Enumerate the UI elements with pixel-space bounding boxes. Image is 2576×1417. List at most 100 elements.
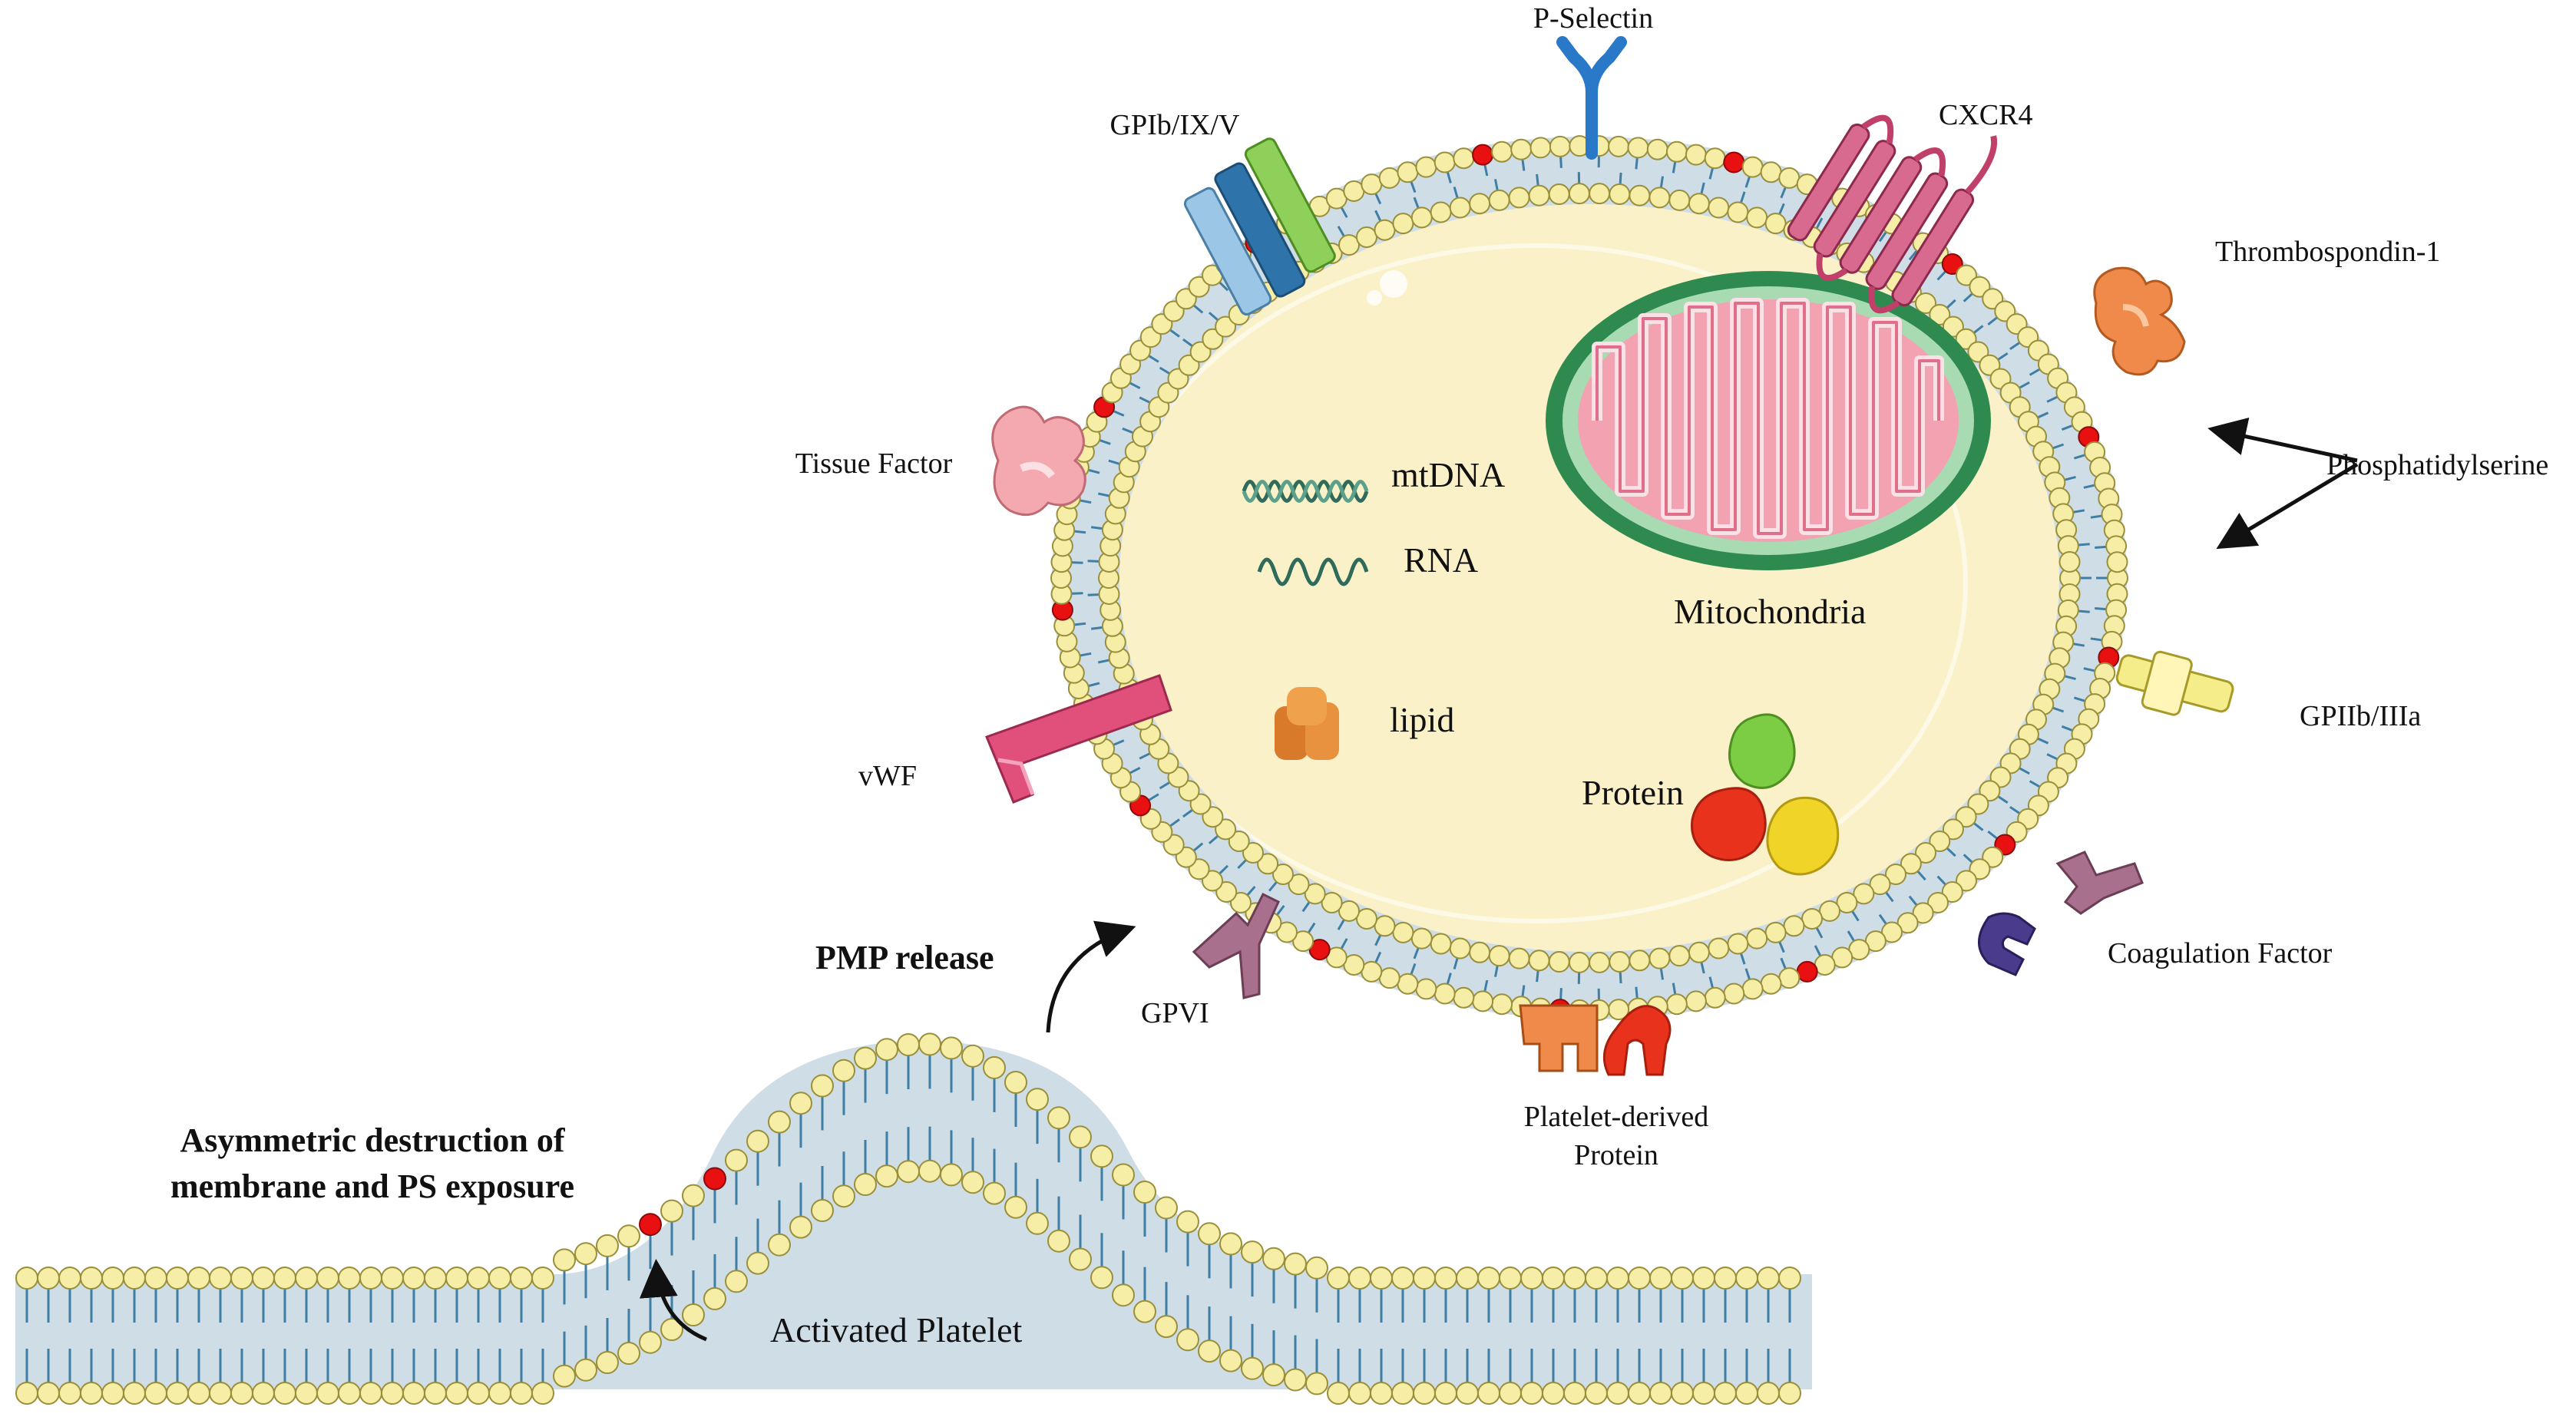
lipid-head [381,1267,404,1290]
membrane-lipid-heads [15,1032,1801,1405]
lipid-head [1453,147,1475,170]
lipid-head [123,1382,146,1405]
lipid-head [1241,1240,1264,1264]
lipid-head [1853,883,1875,905]
lipid-head [1397,973,1419,995]
lipid-head [295,1382,318,1405]
lipid-head [1284,1368,1307,1392]
label-lipid: lipid [1390,700,1454,739]
label-rna: RNA [1404,540,1478,580]
lipid-head [2106,551,2128,573]
lipid-head [1548,951,1570,973]
lipid-head [80,1382,103,1405]
lipid-head [230,1267,253,1290]
lipid-head [1272,864,1294,885]
lipid-head [1510,138,1533,160]
label-pmp-release: PMP release [815,939,994,976]
lipid-head [1215,818,1237,841]
label-asymmetric-2: membrane and PS exposure [170,1168,574,1205]
lipid-head [58,1382,81,1405]
lipid-head [402,1267,425,1290]
lipid-head [1704,986,1726,1009]
labels: P-Selectin GPIb/IX/V CXCR4 Thrombospondi… [170,2,2548,1349]
phosphatidylserine-head [703,1167,726,1191]
lipid-head [940,1036,963,1060]
label-vwf: vWF [858,760,917,792]
ps-arrow-2 [2216,462,2359,550]
lipid-head [1219,1232,1242,1256]
lipid-head [1646,138,1668,160]
lipid-head [983,1181,1006,1205]
lipid-head [1327,1382,1350,1405]
lipid-head [37,1267,60,1290]
lipid-head [187,1382,210,1405]
lipid-head [1219,1349,1242,1372]
lipid-head [1542,1267,1565,1290]
lipid-head [1410,927,1433,950]
lipid-head [1629,950,1651,972]
lipid-head [101,1267,124,1290]
lipid-head [1215,881,1238,903]
protein-icons [1691,713,1840,876]
lipid-head [1685,144,1707,166]
label-p-selectin: P-Selectin [1533,2,1653,35]
lipid-head [1542,1382,1565,1405]
lipid-head [531,1382,554,1405]
lipid-head [1176,1210,1199,1234]
phosphatidylserine-head [639,1213,662,1237]
lipid-head [1746,927,1768,950]
lipid-head [1520,1382,1543,1405]
cxcr4-icon [1787,114,1998,314]
lipid-head [488,1267,511,1290]
lipid-head [811,1199,834,1222]
membrane-lipid-tails [25,1053,1791,1384]
lipid-head [209,1382,232,1405]
lipid-head [1563,1267,1586,1290]
lipid-head [553,1248,576,1272]
lipid-head [832,1184,855,1208]
lipid-head [596,1351,619,1374]
lipid-head [1688,941,1710,963]
lipid-head [359,1382,382,1405]
lipid-head [1648,187,1671,209]
lipid-head [123,1267,146,1290]
label-mtdna: mtDNA [1391,455,1505,494]
lipid-head [1047,1106,1070,1130]
gpvi-icon [1192,892,1280,999]
label-gpiib: GPIIb/IIIa [2300,700,2421,732]
lipid-head [1391,1382,1414,1405]
lipid-head [1449,937,1471,960]
lipid-head [252,1382,275,1405]
phosphatidylserine-head [1796,960,1818,983]
lipid-head [1321,892,1343,913]
lipid-head [1434,1267,1457,1290]
lipid-head [1549,135,1571,157]
lipid-head [1688,193,1710,215]
lipid-head [875,1038,898,1062]
lipid-head [424,1267,447,1290]
lipid-head [1069,1125,1092,1149]
lipid-head [1004,1195,1027,1219]
lipid-head [1723,983,1745,1005]
lipid-head [1374,219,1396,241]
lipid-head [1649,1267,1672,1290]
microparticle [1050,135,2128,1021]
mtdna-icon [1242,480,1369,503]
lipid-head [1692,1267,1715,1290]
lipid-head [1609,951,1631,973]
lipid-head [1735,1382,1758,1405]
lipid-head [1257,853,1279,875]
tissue-factor-icon [991,405,1086,517]
label-thrombospondin: Thrombospondin-1 [2215,236,2440,268]
lipid-head [1727,933,1749,955]
lipid-head [1449,197,1471,219]
lipid-head [209,1267,232,1290]
label-phosphatidylserine: Phosphatidylserine [2326,449,2548,481]
lipid-head [854,1046,877,1070]
lipid-head [1499,1382,1522,1405]
lipid-head [1472,990,1494,1012]
lipid-head [1757,1267,1780,1290]
lipid-head [1671,1267,1694,1290]
lipid-head [1764,213,1787,235]
